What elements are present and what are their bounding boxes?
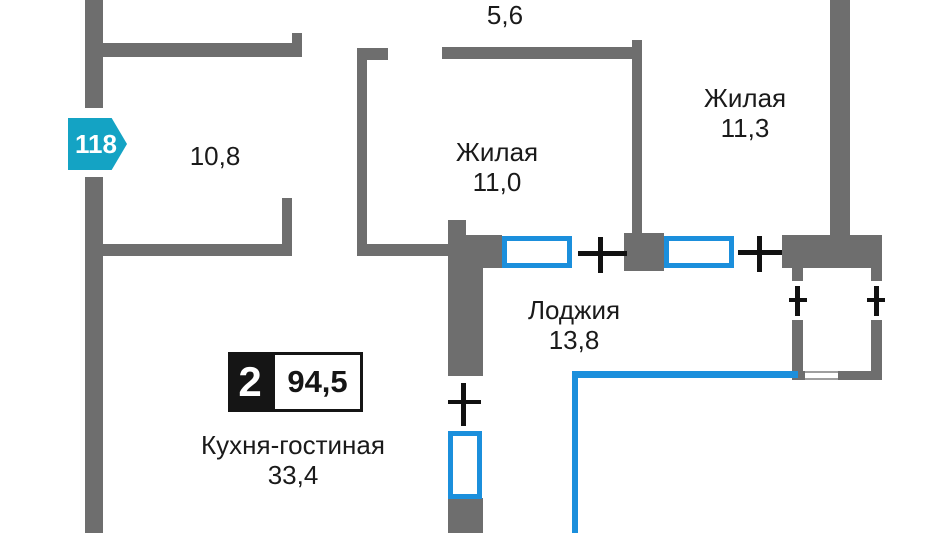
wall-right-exterior [830, 0, 850, 237]
room-area: 13,8 [548, 325, 600, 355]
room-label-right-bedroom: Жилая 11,3 [675, 83, 815, 143]
loggia-line-vertical [572, 371, 578, 533]
wall-entry-bottom [85, 177, 103, 533]
unit-number-badge[interactable]: 118 [68, 118, 127, 170]
wall-room-left-bottom [97, 244, 292, 256]
wall-room-left-bottom-stub [282, 198, 292, 248]
wall-room-left-top-stub [292, 33, 302, 47]
axis-cross-1-v [598, 237, 603, 273]
apartment-summary-badge: 2 94,5 [228, 352, 363, 412]
total-area-label: 94,5 [272, 352, 363, 412]
axis-cross-2-v [757, 236, 762, 272]
wall-bath-right-lower [871, 320, 882, 378]
room-label-mid-bedroom: Жилая 11,0 [427, 137, 567, 197]
room-area: 33,4 [267, 460, 319, 490]
axis-cross-5-v [461, 383, 466, 426]
room-area: 5,6 [486, 0, 524, 30]
unit-number-label: 118 [75, 128, 117, 159]
room-name: Жилая [455, 137, 539, 167]
wall-right-bottom [782, 235, 882, 268]
window-loggia [448, 431, 482, 499]
wall-room-mid-top [442, 47, 633, 59]
room-label-loggia: Лоджия 13,8 [504, 295, 644, 355]
room-area: 10,8 [189, 141, 241, 171]
room-label-top: 5,6 [455, 0, 555, 30]
room-label-kitchen: Кухня-гостиная 33,4 [183, 430, 403, 490]
axis-cross-3-v [795, 286, 800, 316]
room-name: Лоджия [527, 295, 621, 325]
wall-window-pier [624, 233, 664, 271]
room-name: Жилая [703, 83, 787, 113]
wall-pier-main [448, 245, 483, 376]
room-area: 11,0 [472, 167, 522, 197]
window-right-bedroom [664, 236, 734, 268]
door-threshold [805, 371, 838, 380]
wall-below-loggia-window [448, 498, 483, 533]
wall-bath-right-upper-stub [871, 268, 882, 281]
room-label-left: 10,8 [165, 141, 265, 171]
room-area: 11,3 [720, 113, 770, 143]
wall-divider-mid-right [632, 40, 642, 237]
wall-bath-left-upper-stub [792, 268, 803, 281]
wall-entry-top [85, 0, 103, 108]
wall-bath-left-lower [792, 320, 803, 378]
wall-room-mid-left [357, 48, 367, 256]
room-name: Кухня-гостиная [201, 430, 385, 460]
loggia-line-horizontal [572, 371, 798, 378]
axis-cross-4-v [874, 286, 879, 316]
window-mid-bedroom [502, 236, 572, 268]
room-count-label: 2 [228, 352, 272, 412]
wall-room-left-top [103, 43, 302, 57]
wall-room-mid-bottom [357, 244, 448, 256]
